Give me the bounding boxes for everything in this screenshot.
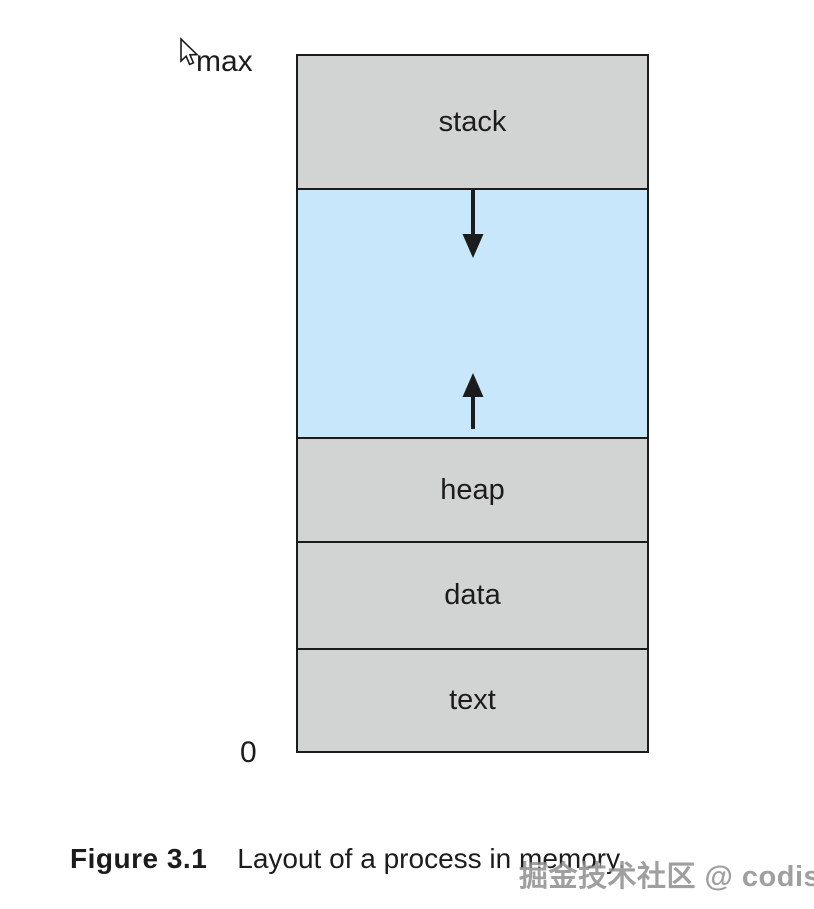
memory-section-free-space [298,190,647,439]
heap-growth-up-arrow-icon [460,373,486,437]
data-label: data [444,579,501,611]
figure-number: Figure 3.1 [70,843,208,874]
text-label: text [449,684,496,716]
max-address-label: max [196,45,253,78]
stack-growth-down-arrow-icon [460,190,486,266]
memory-section-data: data [298,543,647,650]
zero-address-label: 0 [240,736,257,769]
watermark: 掘金技术社区 @ codists [519,861,814,893]
memory-section-stack: stack [298,56,647,190]
heap-label: heap [440,473,505,506]
memory-section-text: text [298,650,647,751]
figure-title: Layout of a process in memory. [237,843,626,874]
process-memory-diagram: stack heap data text [296,54,649,753]
mouse-cursor-icon [177,37,201,69]
figure-caption: Figure 3.1 Layout of a process in memory. [70,843,626,875]
memory-section-heap: heap [298,439,647,543]
stack-label: stack [438,105,507,138]
